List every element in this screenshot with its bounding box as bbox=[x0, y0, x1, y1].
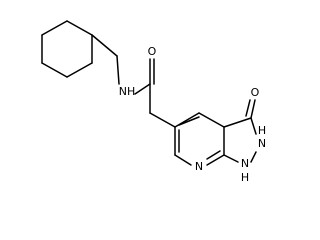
molecule-diagram: NH O O N N H N H bbox=[41, 20, 266, 184]
bond-ch2-aryl bbox=[149, 112, 176, 128]
bond-c4-c5 bbox=[41, 62, 68, 78]
linker-chain bbox=[91, 34, 176, 128]
amide-oxygen-label: O bbox=[148, 45, 157, 58]
bond-n7-c6 bbox=[174, 154, 192, 166]
cyclohexyl-ring bbox=[41, 20, 93, 78]
bond-c3-o-b bbox=[245, 99, 251, 117]
bond-c1-c2 bbox=[66, 20, 93, 36]
pyrazole-n1-h-label: H bbox=[241, 171, 249, 184]
pyrazolone-ring bbox=[223, 99, 257, 163]
pyrazole-n1-label: N bbox=[241, 157, 249, 170]
pyridine-nitrogen-label: N bbox=[195, 160, 203, 173]
pyrazole-n2-label: N bbox=[258, 137, 266, 150]
bond-c7a-n7-inner bbox=[206, 150, 221, 160]
bond-c3-c4 bbox=[66, 62, 93, 78]
bond-ring-ch2 bbox=[91, 34, 118, 57]
bond-c4-c3a bbox=[198, 112, 225, 128]
bond-c6-c1 bbox=[41, 20, 68, 36]
bond-c7a-n7 bbox=[206, 154, 225, 166]
ketone-oxygen-label: O bbox=[251, 86, 260, 99]
bond-n2-n1 bbox=[250, 151, 257, 163]
bond-ch2-nh bbox=[116, 55, 120, 85]
bond-c5-c4-inner bbox=[178, 116, 200, 126]
bond-n1-c7a bbox=[223, 154, 239, 163]
bond-c3a-c3 bbox=[223, 117, 252, 128]
amide-nh-label: NH bbox=[119, 85, 136, 98]
bond-c3-n2 bbox=[250, 117, 257, 135]
atom-labels: NH O O N N H N H bbox=[119, 45, 266, 184]
bond-nh-carbonyl bbox=[134, 83, 151, 95]
bond-c3-o-a bbox=[250, 99, 256, 119]
pyrazole-n2-h-label: H bbox=[258, 124, 266, 137]
pyridine-ring bbox=[174, 112, 225, 166]
